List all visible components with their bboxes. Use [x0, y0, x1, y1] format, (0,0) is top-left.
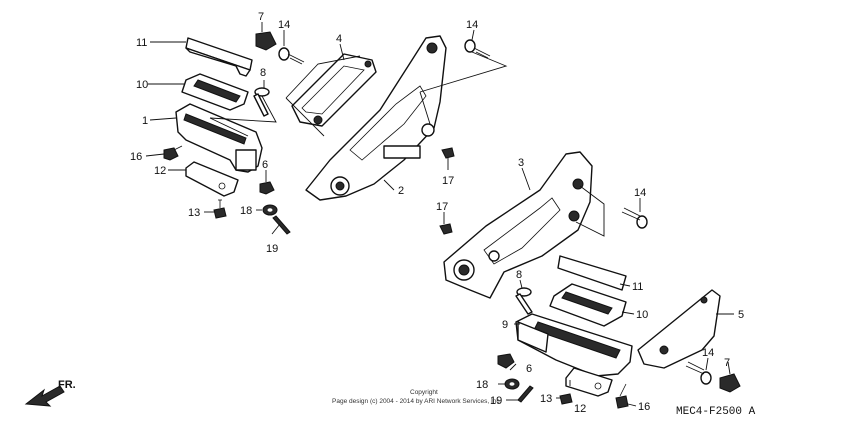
callout-13-upper: 13: [188, 207, 200, 219]
part-6-lower-nut[interactable]: [497, 353, 515, 369]
callout-14-upper-b: 14: [466, 19, 478, 31]
callout-4: 4: [336, 33, 342, 45]
part-9-left-step[interactable]: [515, 313, 633, 377]
part-13-upper-bolt[interactable]: [213, 199, 227, 219]
part-11-upper-rubber[interactable]: [185, 37, 253, 77]
part-18-upper-washer[interactable]: [262, 204, 278, 216]
part-12-lower-plate[interactable]: [565, 367, 613, 397]
callout-12-upper: 12: [154, 165, 166, 177]
callout-9: 9: [502, 319, 508, 331]
callout-19-upper: 19: [266, 243, 278, 255]
part-16-upper-bolt[interactable]: [163, 145, 183, 161]
callout-7-lower: 7: [724, 357, 730, 369]
part-10-lower-step-rubber[interactable]: [549, 283, 627, 327]
part-8-upper-pin[interactable]: [253, 87, 270, 117]
callout-8-upper: 8: [260, 67, 266, 79]
part-8-lower-pin[interactable]: [515, 287, 533, 315]
callout-10-upper: 10: [136, 79, 148, 91]
callout-16-upper: 16: [130, 151, 142, 163]
callout-13-lower: 13: [540, 393, 552, 405]
callout-2: 2: [398, 185, 404, 197]
callout-6-lower: 6: [526, 363, 532, 375]
callout-12-lower: 12: [574, 403, 586, 415]
part-1-step[interactable]: [175, 103, 263, 173]
callout-5: 5: [738, 309, 744, 321]
callout-11-upper: 11: [136, 37, 147, 49]
part-14-upper-bolt-a[interactable]: [278, 47, 305, 65]
part-12-upper-plate[interactable]: [185, 161, 239, 197]
callout-14-lower: 14: [702, 347, 714, 359]
part-16-lower-bolt[interactable]: [615, 383, 629, 409]
part-2-right-step-holder[interactable]: [305, 35, 447, 201]
callout-14-middle: 14: [634, 187, 646, 199]
part-17-upper-bolt[interactable]: [441, 147, 455, 159]
callout-3: 3: [518, 157, 524, 169]
diagram-code: MEC4-F2500 A: [676, 406, 756, 418]
part-11-lower-rubber[interactable]: [557, 255, 627, 291]
callout-17-upper: 17: [442, 175, 454, 187]
front-direction-label: FR.: [58, 379, 76, 391]
part-6-upper-nut[interactable]: [259, 181, 275, 195]
part-14-upper-bolt-b[interactable]: [464, 39, 491, 59]
part-5-left-heel-guard[interactable]: [637, 289, 721, 369]
copyright-line-1: Copyright: [410, 389, 438, 396]
callout-19-lower: 19: [490, 395, 502, 407]
callout-10-lower: 10: [636, 309, 648, 321]
callout-16-lower: 16: [638, 401, 650, 413]
callout-8-lower: 8: [516, 269, 522, 281]
callout-14-upper-a: 14: [278, 19, 290, 31]
callout-11-lower: 11: [632, 281, 643, 293]
callout-7-upper: 7: [258, 11, 264, 23]
callout-18-lower: 18: [476, 379, 488, 391]
part-3-left-step-holder[interactable]: [443, 151, 593, 299]
copyright-line-2: Page design (c) 2004 - 2014 by ARI Netwo…: [332, 398, 502, 405]
part-18-lower-washer[interactable]: [504, 378, 520, 390]
part-19-lower-cotter-pin[interactable]: [517, 385, 534, 403]
part-17-lower-bolt[interactable]: [439, 223, 453, 235]
callout-leaders: [145, 22, 734, 407]
part-7-upper-cap[interactable]: [255, 31, 277, 51]
part-13-lower-bolt[interactable]: [559, 393, 573, 405]
callout-6-upper: 6: [262, 159, 268, 171]
callout-1: 1: [142, 115, 148, 127]
callout-17-lower: 17: [436, 201, 448, 213]
part-14-middle-bolt[interactable]: [621, 207, 648, 229]
part-7-lower-cap[interactable]: [719, 373, 741, 393]
part-4-heel-guard[interactable]: [291, 53, 377, 127]
part-14-lower-bolt[interactable]: [685, 361, 712, 385]
front-direction-arrow-icon: [24, 385, 65, 407]
part-19-upper-cotter-pin[interactable]: [272, 215, 291, 235]
part-10-upper-step-rubber[interactable]: [181, 73, 249, 111]
callout-18-upper: 18: [240, 205, 252, 217]
